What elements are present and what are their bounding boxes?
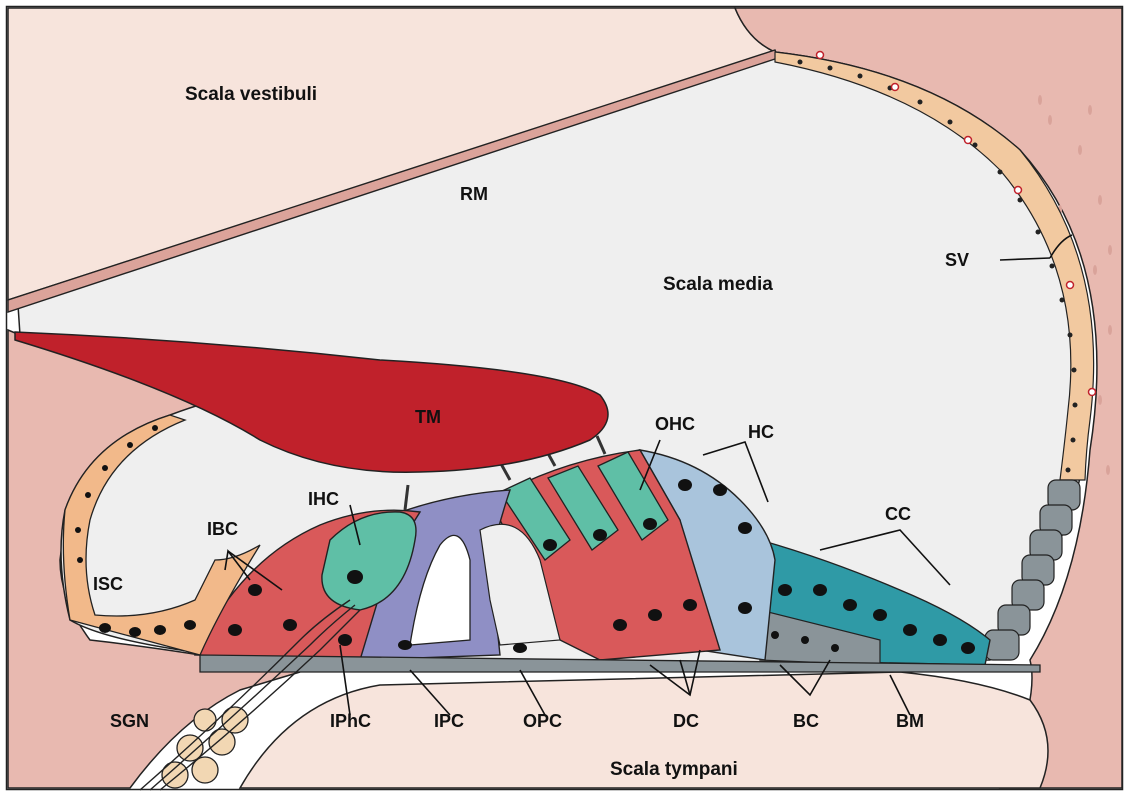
label-ipc: IPC (434, 711, 464, 731)
label-ibc: IBC (207, 519, 238, 539)
label-scala-tympani: Scala tympani (610, 759, 738, 780)
label-scala-vestibuli: Scala vestibuli (185, 84, 317, 105)
label-hc: HC (748, 422, 774, 442)
label-sv: SV (945, 250, 969, 270)
label-ihc: IHC (308, 489, 339, 509)
label-iphc: IPhC (330, 711, 371, 731)
label-tm: TM (415, 407, 441, 427)
label-ohc: OHC (655, 414, 695, 434)
label-dc: DC (673, 711, 699, 731)
label-bc: BC (793, 711, 819, 731)
inner-hair-cell-nucleus (347, 570, 363, 584)
label-cc: CC (885, 504, 911, 524)
label-rm: RM (460, 184, 488, 204)
label-isc: ISC (93, 574, 123, 594)
label-opc: OPC (523, 711, 562, 731)
label-scala-media: Scala media (663, 274, 773, 295)
label-sgn: SGN (110, 711, 149, 731)
label-bm: BM (896, 711, 924, 731)
